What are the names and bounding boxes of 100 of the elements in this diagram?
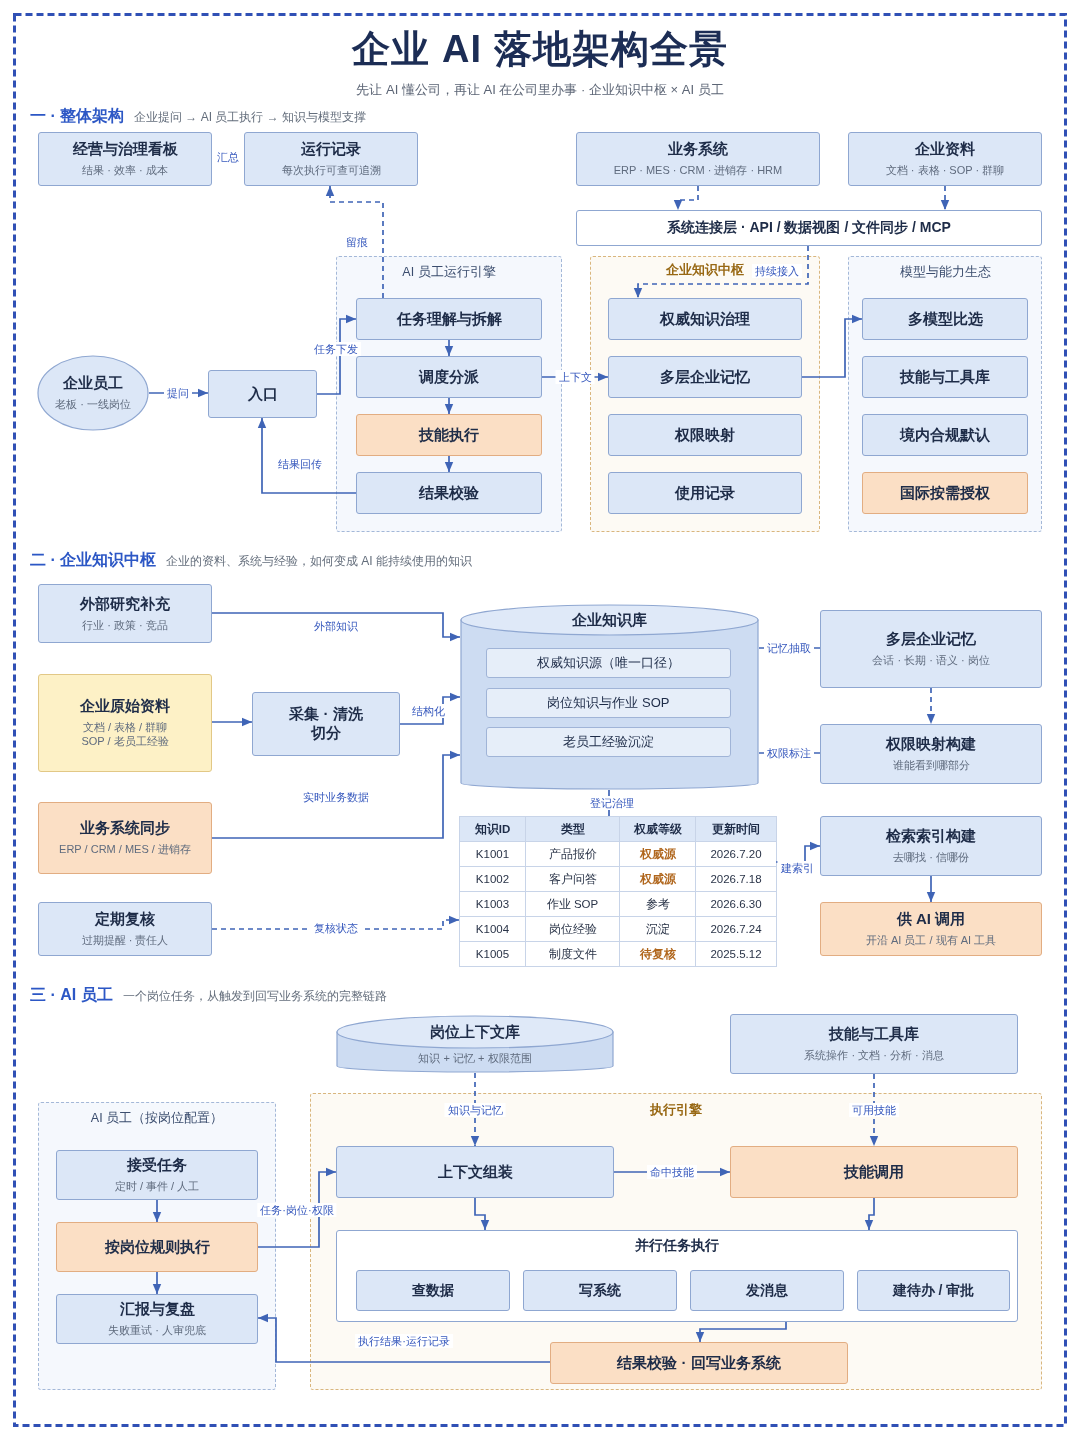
process-box: 入口 xyxy=(208,370,317,418)
process-box xyxy=(56,1294,258,1344)
database-cylinder xyxy=(336,1015,614,1073)
process-box xyxy=(38,584,212,643)
arrow xyxy=(864,1197,875,1231)
entry-box: 岗位知识与作业 SOP xyxy=(486,688,731,718)
task-box: 发消息 xyxy=(690,1270,844,1311)
detail-text: 文档 / 表格 / 群聊 SOP / 老员工经验 xyxy=(80,720,170,749)
process-box: 权限映射 xyxy=(608,414,802,456)
heading-text: 外部研究补充 xyxy=(80,594,170,614)
process-box xyxy=(38,802,212,874)
arrow xyxy=(444,455,454,473)
table-cell: 2026.7.24 xyxy=(695,916,777,942)
detail-text: 过期提醒 · 责任人 xyxy=(81,933,169,948)
arrow xyxy=(474,1197,490,1231)
process-box: 权威知识治理 xyxy=(608,298,802,340)
section-note: 企业的资料、系统与经验，如何变成 AI 能持续使用的知识 xyxy=(166,553,472,569)
dashed-arrow xyxy=(673,185,699,211)
process-box xyxy=(576,132,820,186)
edge-label: 任务下发 xyxy=(311,342,361,356)
dashed-arrow xyxy=(926,687,936,725)
process-box xyxy=(244,132,418,186)
arrow xyxy=(257,417,357,494)
arrow xyxy=(801,314,863,378)
group-panel xyxy=(848,256,1042,532)
table-cell: 客户问答 xyxy=(525,866,620,892)
group-title: 并行任务执行 xyxy=(635,1236,719,1254)
arrow xyxy=(399,692,461,725)
table-cell: 2025.5.12 xyxy=(695,941,777,967)
edge-label: 持续接入 xyxy=(752,264,802,278)
heading-text: 汇报与复盘 xyxy=(119,1300,195,1320)
edge-label: 上下文 xyxy=(555,370,595,384)
process-box: 按岗位规则执行 xyxy=(56,1222,258,1272)
header-cell: 权威等级 xyxy=(619,816,696,842)
arrow xyxy=(211,717,253,727)
dashed-arrow xyxy=(869,1073,879,1147)
header-cell: 类型 xyxy=(525,816,620,842)
entry-box: 老员工经验沉淀 xyxy=(486,727,731,757)
arrow xyxy=(152,1271,162,1295)
table-cell: 岗位经验 xyxy=(525,916,620,942)
section-heading: 二 · 企业知识中枢 xyxy=(30,550,157,570)
edge-label: 实时业务数据 xyxy=(300,790,372,804)
dashed-arrow xyxy=(940,185,950,211)
detail-text: ERP · MES · CRM · 进销存 · HRM xyxy=(613,163,783,178)
detail-text: 定时 / 事件 / 人工 xyxy=(114,1179,200,1194)
group-panel xyxy=(310,1093,1042,1390)
process-box: 技能与工具库 xyxy=(862,356,1028,398)
detail-text: 行业 · 政策 · 竞品 xyxy=(82,617,168,632)
edge-label: 结果回传 xyxy=(275,457,325,471)
group-title: 执行引擎 xyxy=(650,1102,702,1118)
heading-text: 岗位上下文库 xyxy=(430,1022,520,1042)
arrow xyxy=(257,1167,337,1248)
group-title: AI 员工运行引擎 xyxy=(402,264,496,280)
edge-label: 任务·岗位·权限 xyxy=(257,1203,337,1217)
arrow xyxy=(695,1321,787,1343)
edge-label: 命中技能 xyxy=(647,1165,697,1179)
group-panel xyxy=(590,256,820,532)
database-cylinder xyxy=(460,604,759,790)
detail-text: 开沿 AI 员工 / 现有 AI 工具 xyxy=(865,933,997,948)
process-box: 采集 · 清洗切分 xyxy=(252,692,400,756)
detail-text: 系统操作 · 文档 · 分析 · 消息 xyxy=(804,1048,944,1063)
arrow xyxy=(211,612,461,642)
table-cell: K1005 xyxy=(459,941,526,967)
note-label: 汇总 xyxy=(217,151,239,165)
edge-label: 执行结果·运行记录 xyxy=(355,1334,453,1348)
task-box: 建待办 / 审批 xyxy=(857,1270,1010,1311)
header-cell: 更新时间 xyxy=(695,816,777,842)
heading-text: 技能与工具库 xyxy=(829,1025,919,1045)
group-title: 企业知识中枢 xyxy=(666,262,744,278)
detail-text: 失败重试 · 人审兜底 xyxy=(108,1323,206,1338)
table-cell: K1002 xyxy=(459,866,526,892)
arrow xyxy=(257,1313,551,1363)
heading-text: 定期复核 xyxy=(95,910,155,930)
table-cell: 2026.6.30 xyxy=(695,891,777,917)
heading-text: 多层企业记忆 xyxy=(886,630,976,650)
table-cell: 2026.7.20 xyxy=(695,841,777,867)
process-box xyxy=(38,674,212,772)
process-box: 国际按需授权 xyxy=(862,472,1028,514)
group-title: AI 员工（按岗位配置） xyxy=(90,1110,224,1126)
page-title: 企业 AI 落地架构全景 xyxy=(352,27,728,73)
table-cell: K1001 xyxy=(459,841,526,867)
edge-label: 可用技能 xyxy=(849,1103,899,1117)
process-box: 结果校验 · 回写业务系统 xyxy=(550,1342,848,1384)
process-box: 境内合规默认 xyxy=(862,414,1028,456)
detail-text: 会话 · 长期 · 语义 · 岗位 xyxy=(872,653,990,668)
detail-text: 每次执行可查可追溯 xyxy=(281,163,381,178)
process-box: 技能执行 xyxy=(356,414,542,456)
dashed-arrow xyxy=(470,1072,480,1147)
heading-text: 业务系统 xyxy=(668,140,728,160)
edge-label: 登记治理 xyxy=(587,796,637,810)
process-box xyxy=(820,610,1042,688)
heading-text: 企业知识库 xyxy=(572,610,647,630)
dashed-arrow xyxy=(325,185,384,299)
process-box xyxy=(848,132,1042,186)
process-box: 任务理解与拆解 xyxy=(356,298,542,340)
heading-text: 检索索引构建 xyxy=(886,827,976,847)
heading-text: 业务系统同步 xyxy=(80,819,170,839)
group-title: 模型与能力生态 xyxy=(899,264,991,280)
section-heading: 三 · AI 员工 xyxy=(30,985,113,1005)
heading-text: 企业资料 xyxy=(915,140,975,160)
